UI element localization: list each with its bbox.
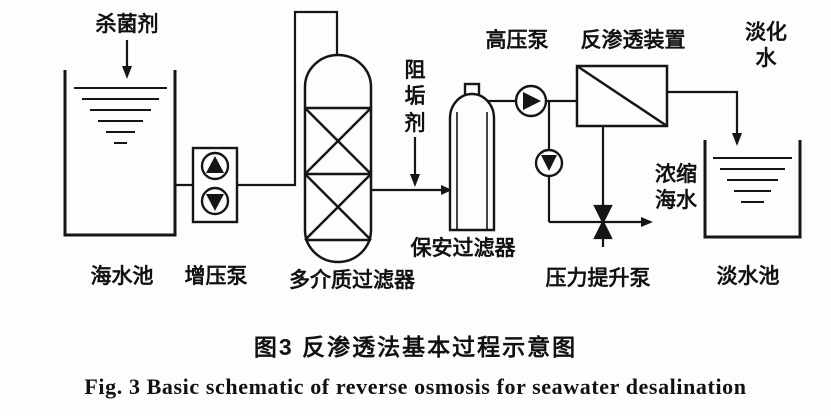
label-multimedia-filter: 多介质过滤器: [289, 269, 415, 292]
figure-caption-english: Fig. 3 Basic schematic of reverse osmosi…: [84, 374, 747, 399]
bactericide-arrow: [122, 40, 132, 79]
freshwater-tank: [703, 140, 802, 239]
label-seawater-pool: 海水池: [90, 265, 154, 288]
pipe-feed-line: [175, 10, 339, 187]
recirculation-pump-symbol: [534, 148, 564, 178]
freshwater-level-lines: [713, 157, 792, 203]
figure-caption-chinese: 图3 反渗透法基本过程示意图: [253, 334, 578, 360]
label-high-pressure-pump: 高压泵: [485, 29, 549, 52]
reverse-osmosis-module-symbol: [575, 64, 669, 128]
label-concentrated-seawater: 浓缩海水: [655, 163, 697, 213]
booster-pump-symbol: [191, 146, 239, 224]
pipe-permeate-line: [667, 90, 742, 146]
label-antiscalant: 阻垢剂: [404, 59, 426, 135]
label-desalinated-water: 淡化水: [745, 21, 787, 71]
label-cartridge-filter: 保安过滤器: [410, 237, 516, 260]
cartridge-filter-symbol: [448, 82, 496, 232]
antiscalant-arrow: [410, 137, 420, 187]
label-bactericide: 杀菌剂: [95, 13, 159, 36]
high-pressure-pump-symbol: [514, 84, 548, 118]
process-schematic-drawing: [63, 10, 802, 264]
pipe-to-cartridge-filter: [371, 185, 452, 195]
seawater-tank: [63, 70, 177, 237]
pipe-concentrate-line: [549, 126, 653, 227]
label-reverse-osmosis-unit: 反渗透装置: [580, 29, 686, 52]
seawater-level-lines: [74, 87, 167, 144]
multimedia-filter-symbol: [303, 53, 373, 264]
label-booster-pump: 增压泵: [184, 265, 248, 288]
label-pressure-boost-pump: 压力提升泵: [545, 267, 651, 290]
label-freshwater-pool: 淡水池: [716, 265, 780, 288]
pressure-boost-pump-symbol: [593, 204, 613, 247]
